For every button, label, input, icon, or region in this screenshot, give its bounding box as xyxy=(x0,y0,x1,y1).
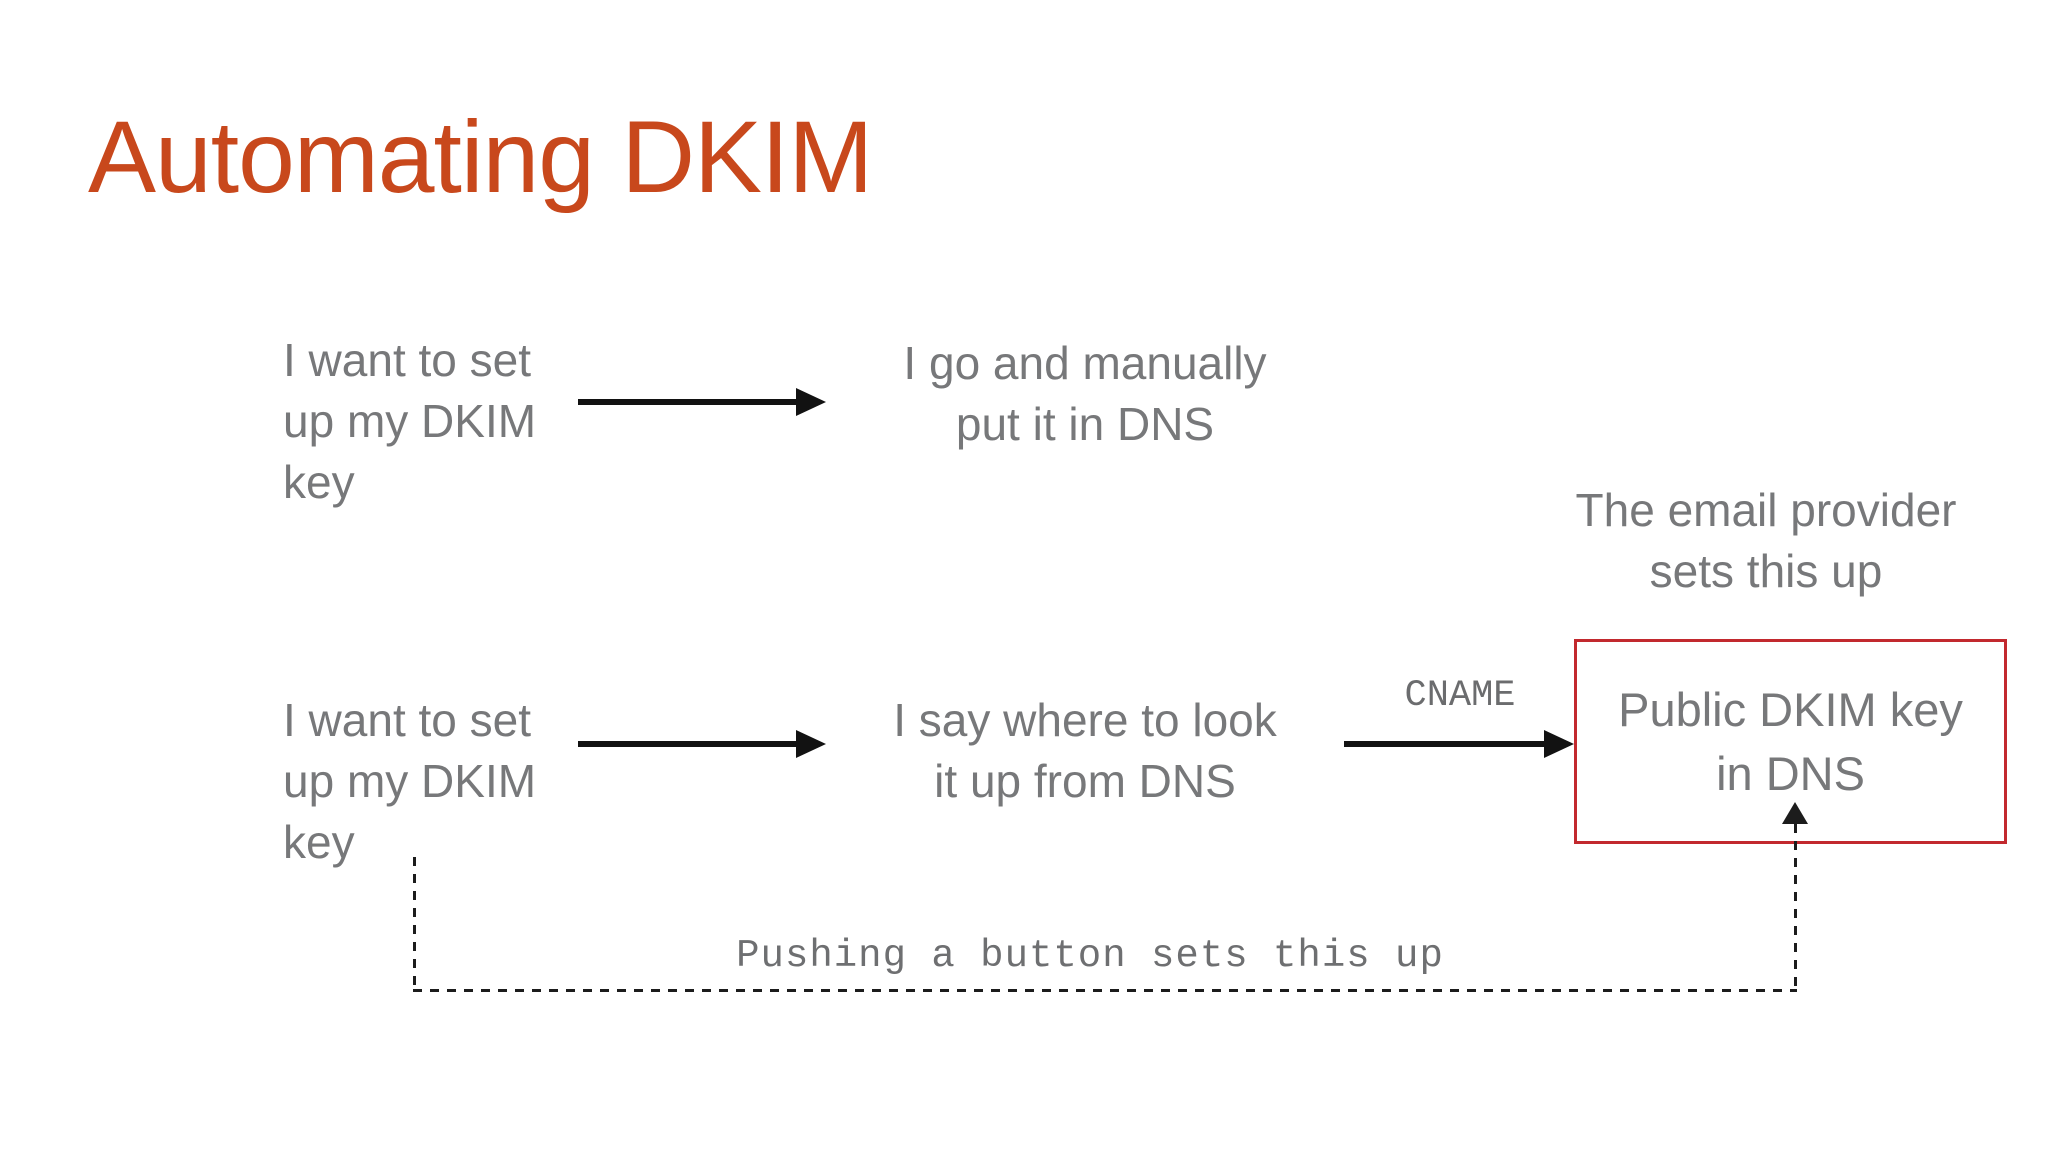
arrow-right-icon xyxy=(796,388,826,416)
arrow-up-icon xyxy=(1782,802,1808,824)
manual-actor-text: I want to set up my DKIM key xyxy=(283,334,537,508)
automation-note: Pushing a button sets this up xyxy=(736,934,1444,978)
cname-arrow-label: CNAME xyxy=(1404,675,1516,717)
manual-action-text: I go and manually put it in DNS xyxy=(903,337,1267,450)
arrow-right-icon xyxy=(1544,730,1574,758)
result-box-text: Public DKIM key in DNS xyxy=(1618,682,1963,800)
automation-connector-bottom-segment xyxy=(413,989,1797,992)
arrow-shaft xyxy=(578,399,798,405)
public-dkim-key-box: Public DKIM key in DNS xyxy=(1574,639,2007,844)
automation-connector-left-segment xyxy=(413,857,416,991)
manual-flow-arrow xyxy=(578,388,826,416)
cname-arrow xyxy=(1344,730,1574,758)
automated-actor-text: I want to set up my DKIM key xyxy=(283,694,537,868)
arrow-shaft xyxy=(1344,741,1546,747)
automated-action-text: I say where to look it up from DNS xyxy=(893,694,1277,807)
arrow-right-icon xyxy=(796,730,826,758)
slide-title: Automating DKIM xyxy=(88,100,873,215)
arrow-shaft xyxy=(578,741,798,747)
result-caption: The email provider sets this up xyxy=(1575,484,1957,597)
automation-connector-right-segment xyxy=(1794,824,1797,991)
automated-flow-arrow xyxy=(578,730,826,758)
